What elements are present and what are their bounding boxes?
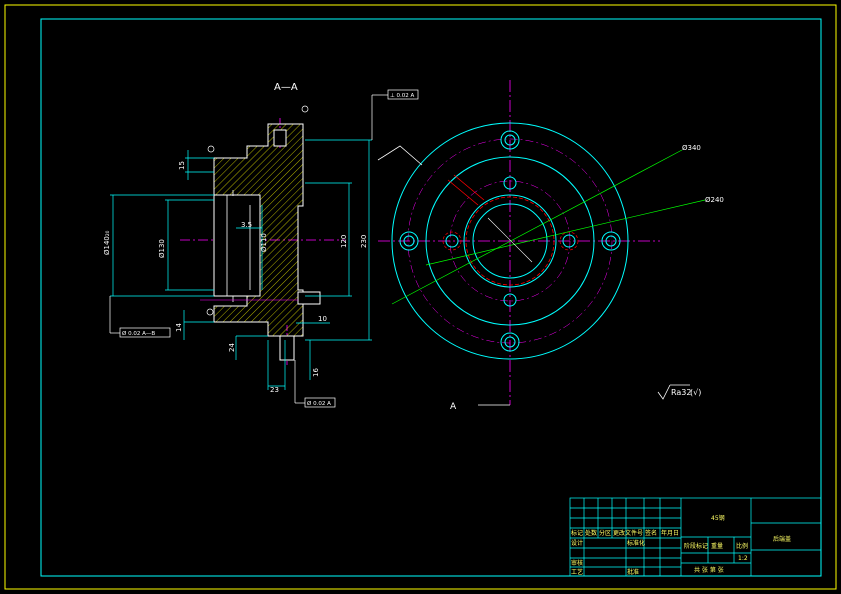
- row-approve: 批准: [627, 568, 639, 576]
- dim-14: 14: [175, 323, 183, 332]
- boss-circle: [463, 194, 557, 288]
- inner-frame: [40, 18, 822, 577]
- tolerance-frame-top: ⊥ 0.02 A: [371, 89, 419, 140]
- bore-circle: [472, 203, 548, 279]
- leader-dia240: [425, 199, 706, 266]
- hdr-sign: 签名: [645, 529, 657, 537]
- hdr-mark: 标记: [571, 529, 583, 537]
- row-process: 工艺: [571, 568, 583, 576]
- row-review: 审核: [571, 559, 583, 567]
- hatched-rib: [447, 179, 479, 206]
- leader-center: [487, 217, 533, 263]
- row-design: 设计: [571, 539, 583, 547]
- callout-marker-2: [301, 105, 309, 113]
- bottom-pin-hole: [297, 291, 321, 305]
- svg-text:(√): (√): [690, 388, 701, 397]
- outer-flange-circle: [391, 122, 629, 360]
- dim-dia110: Ø110: [260, 233, 268, 252]
- section-title: A—A: [274, 82, 298, 93]
- dim-dia340: Ø340: [682, 144, 701, 152]
- dim-10: 10: [318, 315, 327, 323]
- hdr-docno: 更改文件号: [613, 529, 643, 537]
- section-view: A—A: [103, 82, 419, 408]
- leader-dia340: [391, 149, 683, 305]
- outer-bolt-holes: [399, 130, 621, 352]
- dim-dia140: Ø140₂₀: [103, 230, 111, 255]
- dim-230: 230: [360, 235, 368, 248]
- material-text: 45钢: [711, 514, 725, 522]
- scale-label: 比例: [736, 542, 748, 550]
- bolt-circle-outer: [407, 138, 613, 344]
- bottom-bolt-hole: [279, 335, 295, 361]
- section-mark-a: A: [450, 402, 457, 412]
- section-leader: [377, 145, 423, 166]
- inner-bore: [213, 194, 261, 297]
- hidden-circle: [465, 196, 555, 286]
- scale-value: 1:2: [738, 555, 748, 562]
- outer-frame: [4, 4, 837, 590]
- callout-marker-3: [206, 308, 214, 316]
- sheet-text: 共 张 第 张: [694, 566, 724, 574]
- inner-bolt-holes: [445, 176, 576, 307]
- svg-text:Ø 0.02 A—B: Ø 0.02 A—B: [122, 330, 155, 337]
- hub-circle: [425, 156, 595, 326]
- top-bolt-hole: [273, 129, 287, 147]
- hatched-rib-2: [453, 174, 485, 201]
- hdr-zone: 分区: [599, 529, 611, 537]
- title-block: [569, 497, 822, 577]
- row-standard: 标准化: [627, 539, 645, 547]
- bolt-circle-inner: [449, 180, 571, 302]
- roughness-note: Ra32 (√): [657, 384, 701, 400]
- svg-text:⊥ 0.02 A: ⊥ 0.02 A: [390, 93, 415, 99]
- dim-dia130: Ø130: [158, 239, 166, 258]
- hdr-date: 年月日: [661, 529, 679, 537]
- tolerance-frame-left: Ø 0.02 A—B: [109, 296, 171, 338]
- dim-120: 120: [340, 235, 348, 248]
- tolerance-frame-bottom: Ø 0.02 A: [294, 360, 336, 408]
- dim-dia240: Ø240: [705, 196, 724, 204]
- svg-text:Ra32: Ra32: [671, 388, 691, 397]
- hdr-count: 处数: [585, 529, 597, 537]
- dim-15: 15: [178, 161, 186, 170]
- dim-24: 24: [228, 343, 236, 352]
- weight-label: 重量: [711, 542, 723, 550]
- stage-label: 阶段标记: [684, 542, 708, 550]
- callout-marker-1: [207, 145, 215, 153]
- dim-23: 23: [270, 386, 279, 394]
- title-block-text: 45钢 后端盖 标记 处数 分区 更改文件号 签名 年月日 设计 标准化 审核 …: [571, 514, 791, 576]
- front-view: Ø340 Ø240 A: [377, 80, 724, 412]
- part-name: 后端盖: [773, 535, 791, 543]
- section-dimensions: [110, 139, 372, 390]
- svg-text:Ø 0.02 A: Ø 0.02 A: [307, 400, 331, 407]
- dim-3-5: 3.5: [241, 221, 252, 229]
- dim-16: 16: [312, 368, 320, 377]
